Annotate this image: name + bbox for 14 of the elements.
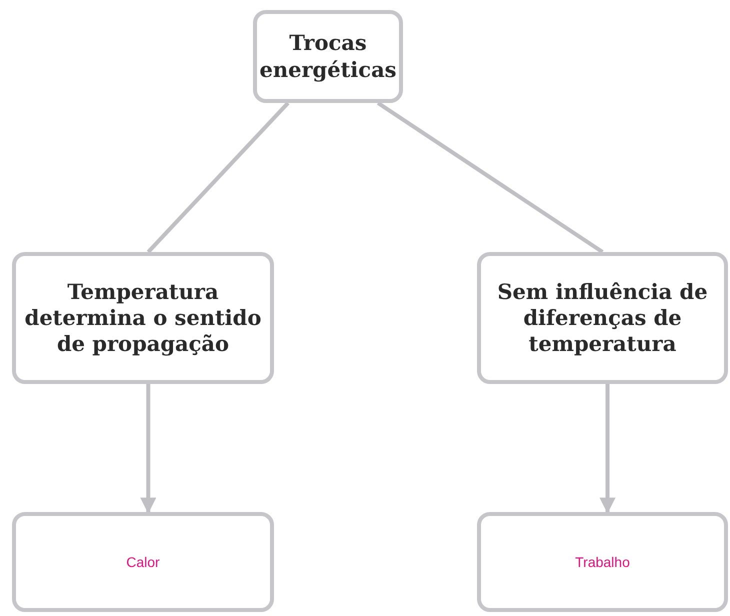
concept-box: [12, 252, 274, 384]
result-label: Trabalho: [575, 554, 630, 570]
concept-label: Temperatura determina o sentido de propagação: [24, 278, 262, 358]
result-box: [12, 512, 274, 612]
concept-box: [477, 252, 728, 384]
connector-line: [146, 102, 290, 254]
concept-label: Sem influência de diferenças de temperatura: [496, 278, 709, 358]
arrow: [140, 384, 156, 514]
concept-box: [253, 10, 403, 103]
arrow: [600, 384, 616, 514]
concept-label: Trocas energéticas: [260, 30, 396, 83]
result-box: [477, 512, 728, 612]
connector-line: [376, 101, 604, 254]
result-label: Calor: [126, 554, 160, 570]
